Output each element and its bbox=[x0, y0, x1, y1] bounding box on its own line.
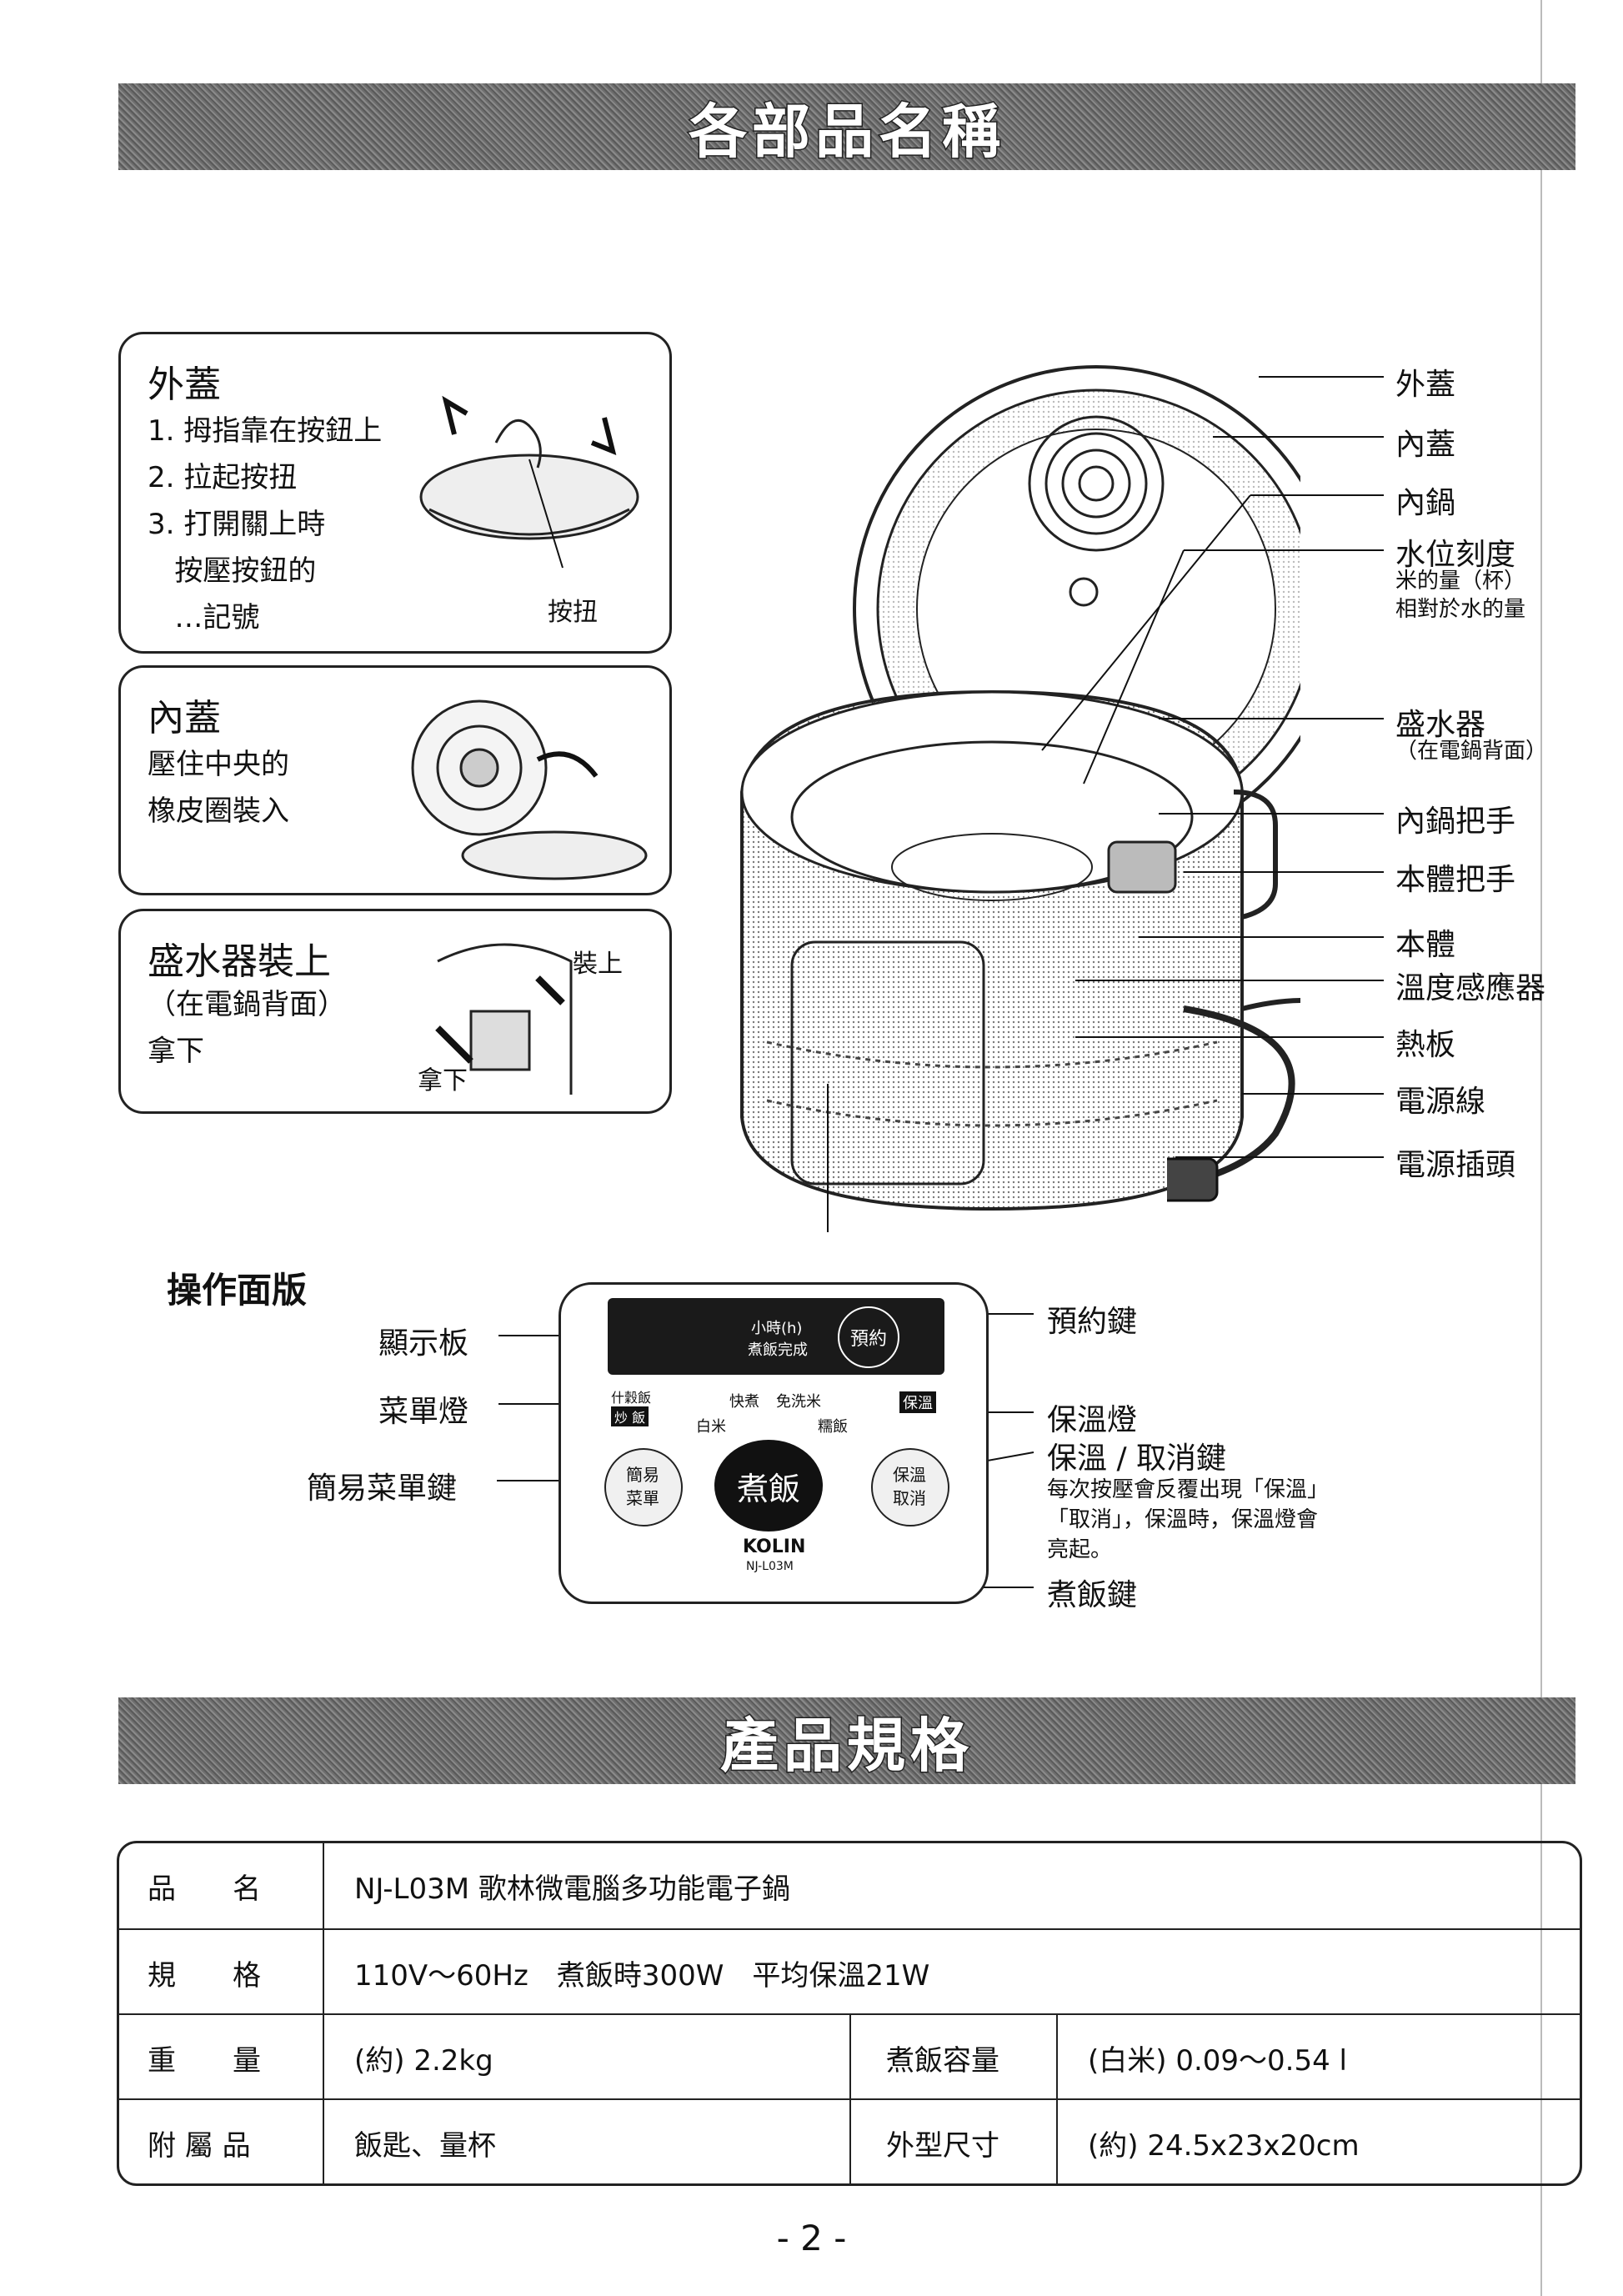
label-menu-key: 簡易菜單鍵 bbox=[307, 1471, 458, 1506]
power-cord-illustration bbox=[1167, 1005, 1295, 1202]
box-text: 1. 拇指靠在按鈕上 2. 拉起按扭 3. 打開關上時 按壓按鈕的 …記號 bbox=[148, 414, 383, 634]
inner-lid-instruction-box: 內蓋 壓住中央的 橡皮圈裝入 bbox=[118, 665, 672, 895]
label-water-scale-sub1: 米的量（杯） bbox=[1395, 569, 1526, 594]
label-timer-key: 預約鍵 bbox=[1047, 1305, 1138, 1339]
section-title: 各部品名稱 bbox=[688, 96, 1005, 167]
label-inner-pot: 內鍋 bbox=[1395, 486, 1456, 520]
page-number: - 2 - bbox=[776, 2218, 847, 2258]
label-heater-plate: 熱板 bbox=[1395, 1028, 1456, 1062]
display-hours-text: 小時(h) bbox=[751, 1320, 803, 1337]
label-cook-key: 煮飯鍵 bbox=[1047, 1578, 1138, 1612]
spec-value-weight: (約) 2.2kg bbox=[354, 2043, 493, 2078]
easy-menu-label-1: 簡易 bbox=[626, 1465, 659, 1485]
warm-cancel-label-2: 取消 bbox=[893, 1488, 926, 1508]
spec-value-rating: 110V～60Hz 煮飯時300W 平均保溫21W bbox=[354, 1958, 930, 1993]
label-power-cord: 電源線 bbox=[1395, 1085, 1486, 1119]
section-banner-specs: 產品規格 bbox=[118, 1697, 1575, 1784]
spec-value-capacity: (白米) 0.09～0.54 l bbox=[1088, 2043, 1347, 2078]
mode-white-rice: 白米 bbox=[696, 1418, 726, 1436]
timer-button[interactable]: 預約 bbox=[838, 1306, 899, 1368]
label-display: 顯示板 bbox=[378, 1326, 469, 1361]
table-row: 品 名 NJ-L03M 歌林微電腦多功能電子鍋 bbox=[119, 1843, 1580, 1928]
mode-quick: 快煮 bbox=[729, 1393, 759, 1411]
label-warm-cancel-key: 保溫 / 取消鍵 bbox=[1047, 1441, 1227, 1476]
spec-key-dimensions: 外型尺寸 bbox=[886, 2128, 999, 2163]
outer-lid-instruction-box: 外蓋 1. 拇指靠在按鈕上 2. 拉起按扭 3. 打開關上時 按壓按鈕的 …記號… bbox=[118, 332, 672, 654]
table-row: 附 屬 品 飯匙、量杯 外型尺寸 (約) 24.5x23x20cm bbox=[119, 2098, 1580, 2185]
box-text: 壓住中央的 橡皮圈裝入 bbox=[148, 748, 289, 828]
menu-fried-rice: 炒 飯 bbox=[611, 1406, 649, 1426]
page-edge bbox=[1540, 0, 1542, 2296]
label-temp-sensor: 溫度感應器 bbox=[1395, 971, 1546, 1005]
display-done-text: 煮飯完成 bbox=[748, 1341, 808, 1359]
spec-key-capacity: 煮飯容量 bbox=[886, 2043, 999, 2078]
inner-lid-illustration bbox=[411, 699, 648, 880]
timer-button-label: 預約 bbox=[849, 1329, 887, 1350]
table-row: 重 量 (約) 2.2kg 煮飯容量 (白米) 0.09～0.54 l bbox=[119, 2013, 1580, 2100]
label-power-plug: 電源插頭 bbox=[1395, 1148, 1516, 1182]
warm-cancel-button[interactable]: 保溫 取消 bbox=[871, 1448, 949, 1526]
lid-open-illustration bbox=[419, 395, 639, 569]
water-collector-instruction-box: 盛水器裝上 （在電鍋背面） 拿下 裝上 拿下 bbox=[118, 909, 672, 1114]
box-title: 盛水器裝上 bbox=[148, 940, 331, 983]
label-body-handle: 本體把手 bbox=[1395, 863, 1516, 897]
label-menu-lamp: 菜單燈 bbox=[378, 1395, 469, 1429]
display-board: 小時(h) 煮飯完成 預約 bbox=[608, 1298, 944, 1375]
warm-cancel-desc-3: 亮起。 bbox=[1047, 1537, 1113, 1562]
attach-label: 裝上 bbox=[573, 950, 623, 979]
spec-value-accessories: 飯匙、量杯 bbox=[354, 2128, 496, 2163]
table-row: 規 格 110V～60Hz 煮飯時300W 平均保溫21W bbox=[119, 1928, 1580, 2015]
spec-key-accessories: 附 屬 品 bbox=[148, 2128, 251, 2163]
label-inner-lid: 內蓋 bbox=[1395, 428, 1456, 462]
label-body: 本體 bbox=[1395, 928, 1456, 962]
remove-label: 拿下 bbox=[418, 1066, 468, 1095]
box-title: 外蓋 bbox=[148, 363, 221, 406]
section-title: 產品規格 bbox=[719, 1710, 974, 1781]
mode-glutinous: 糯飯 bbox=[818, 1418, 848, 1436]
water-collector-illustration bbox=[435, 943, 573, 1095]
label-warm-lamp: 保溫燈 bbox=[1047, 1403, 1138, 1437]
label-water-scale-sub2: 相對於水的量 bbox=[1395, 597, 1526, 622]
label-water-collector: 盛水器 bbox=[1395, 708, 1486, 742]
label-outer-lid: 外蓋 bbox=[1395, 368, 1456, 402]
spec-value-name: NJ-L03M 歌林微電腦多功能電子鍋 bbox=[354, 1872, 790, 1906]
spec-key-rating: 規 格 bbox=[148, 1958, 261, 1993]
spec-value-dimensions: (約) 24.5x23x20cm bbox=[1088, 2128, 1360, 2163]
label-inner-pot-handle: 內鍋把手 bbox=[1395, 805, 1516, 839]
button-callout: 按扭 bbox=[548, 598, 598, 627]
box-title: 內蓋 bbox=[148, 697, 221, 739]
rice-cooker-illustration bbox=[740, 365, 1300, 1211]
cook-button[interactable]: 煮飯 bbox=[714, 1440, 823, 1532]
brand-logo: KOLIN bbox=[743, 1537, 806, 1557]
label-water-scale: 水位刻度 bbox=[1395, 538, 1516, 572]
warm-cancel-label-1: 保溫 bbox=[893, 1465, 926, 1485]
easy-menu-label-2: 菜單 bbox=[626, 1488, 659, 1508]
menu-mixed-grain: 什穀飯 bbox=[611, 1390, 652, 1406]
mode-no-wash: 免洗米 bbox=[776, 1393, 821, 1411]
warm-cancel-desc-2: 「取消」，保溫時，保溫燈會 bbox=[1047, 1507, 1319, 1532]
cook-button-label: 煮飯 bbox=[736, 1470, 800, 1507]
box-text: （在電鍋背面） 拿下 bbox=[148, 988, 346, 1068]
warm-cancel-desc-1: 每次按壓會反覆出現「保溫」 bbox=[1047, 1477, 1330, 1502]
spec-table: 品 名 NJ-L03M 歌林微電腦多功能電子鍋 規 格 110V～60Hz 煮飯… bbox=[117, 1841, 1582, 2186]
easy-menu-button[interactable]: 簡易 菜單 bbox=[604, 1448, 683, 1526]
spec-key-name: 品 名 bbox=[148, 1872, 261, 1906]
spec-key-weight: 重 量 bbox=[148, 2043, 261, 2078]
control-panel: 小時(h) 煮飯完成 預約 什穀飯 炒 飯 保溫 快煮 免洗米 白米 糯飯 簡易… bbox=[559, 1282, 989, 1604]
model-number: NJ-L03M bbox=[746, 1560, 794, 1573]
panel-heading: 操作面版 bbox=[167, 1270, 308, 1311]
label-water-collector-sub: （在電鍋背面） bbox=[1395, 739, 1548, 764]
warm-lamp-indicator: 保溫 bbox=[899, 1391, 936, 1413]
section-banner-parts: 各部品名稱 bbox=[118, 83, 1575, 170]
